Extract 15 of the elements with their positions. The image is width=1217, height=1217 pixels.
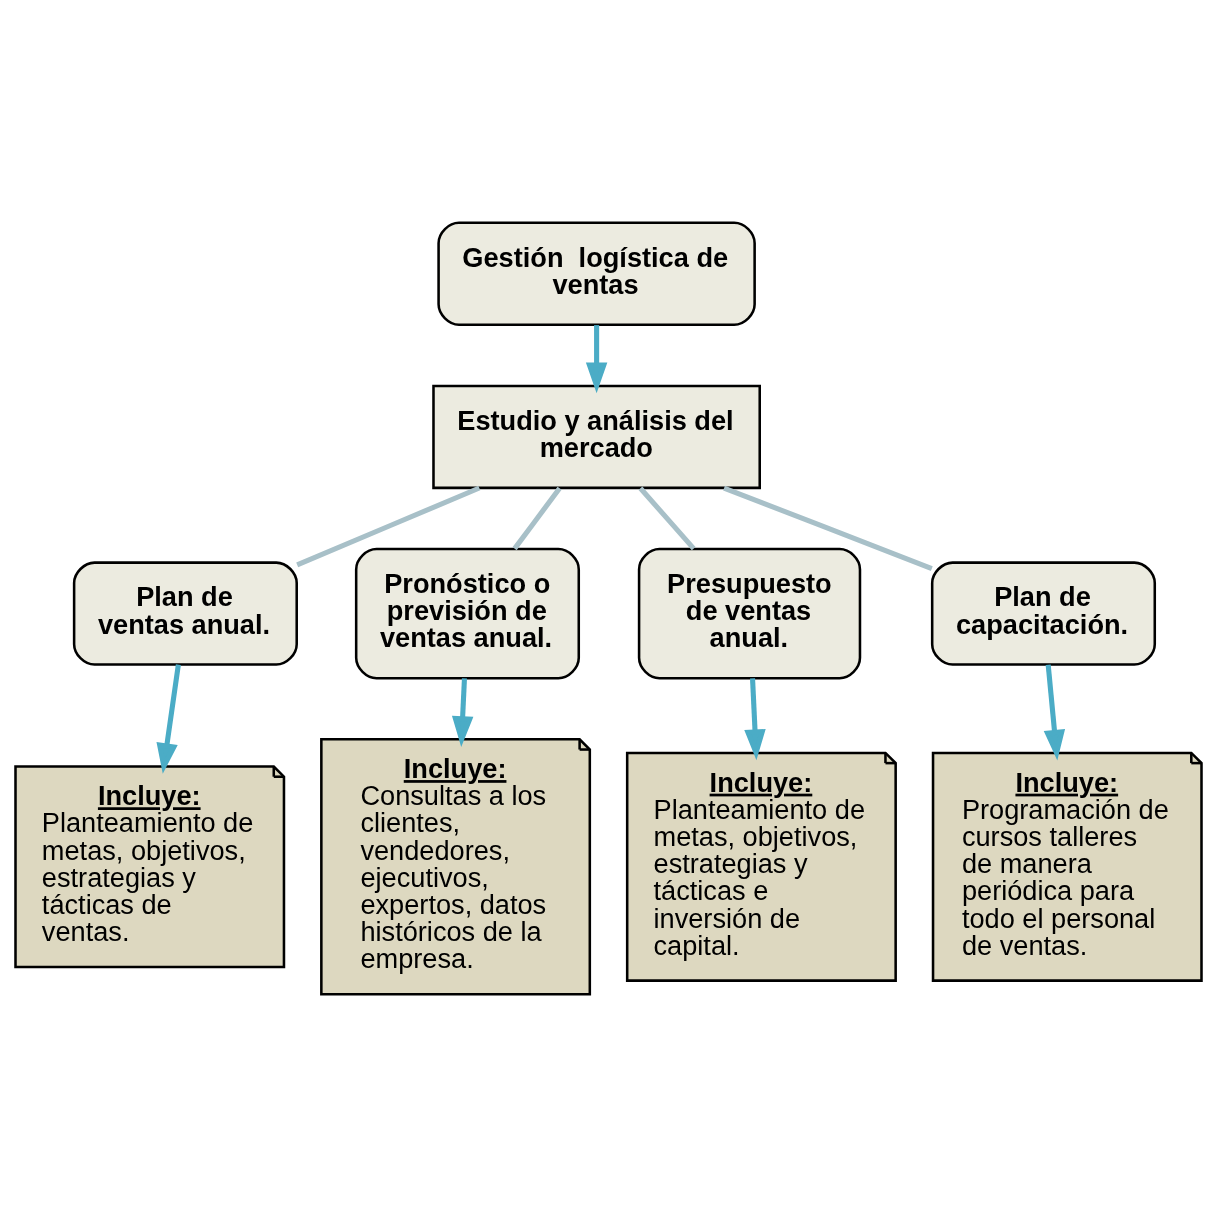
arrow [585, 325, 608, 394]
arrow [1043, 664, 1066, 761]
connector [512, 486, 562, 551]
connector [638, 486, 696, 551]
arrow [156, 664, 181, 774]
node-box: Gestión logística de ventas [437, 221, 756, 326]
connector [296, 485, 481, 568]
node-box: Estudio y análisis del mercado [432, 384, 761, 490]
connector [723, 485, 933, 571]
node-box: Plan de ventas anual. [72, 561, 298, 666]
arrow [744, 678, 766, 761]
node-box: Pronóstico o previsión de ventas anual. [354, 547, 581, 680]
node-box: Plan de capacitación. [930, 561, 1157, 666]
node-box: Presupuesto de ventas anual. [637, 547, 862, 680]
arrow [451, 678, 474, 747]
